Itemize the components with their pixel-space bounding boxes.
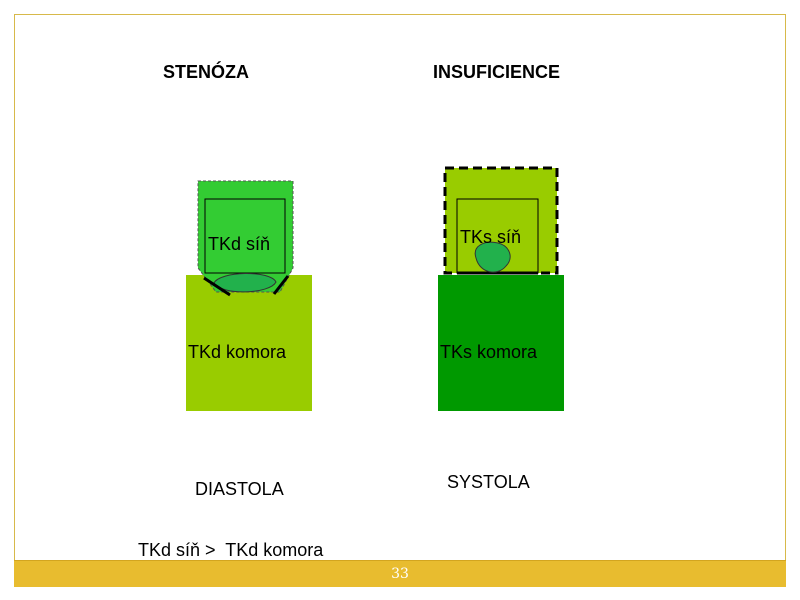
pressure-relation: TKd síň > TKd komora	[138, 540, 324, 560]
left-valve-leaflet-left	[203, 276, 231, 297]
left-valve-leaflet-right	[272, 275, 290, 295]
left-ventricle-block	[186, 275, 312, 411]
right-atrium-label: TKs síň	[460, 227, 521, 247]
left-atrium-label: TKd síň	[208, 234, 270, 254]
stenosis-diagram: TKd síň TKd komora	[186, 180, 312, 411]
slide	[14, 14, 786, 586]
phase-systola: SYSTOLA	[447, 472, 530, 492]
right-ventricle-block	[438, 275, 564, 411]
heading-insuficience: INSUFICIENCE	[433, 62, 561, 82]
left-valve-blob	[213, 273, 277, 293]
right-ventricle-label: TKs komora	[440, 342, 538, 362]
left-atrium-block	[197, 180, 294, 293]
page-number: 33	[391, 566, 409, 582]
right-regurgitation-blob	[474, 241, 511, 273]
insufficiency-diagram: TKs síň TKs komora	[438, 166, 564, 411]
heading-stenoza: STENÓZA	[163, 62, 250, 82]
footer-bar: 33	[14, 560, 786, 587]
left-ventricle-label: TKd komora	[188, 342, 287, 362]
phase-diastola: DIASTOLA	[195, 479, 284, 499]
